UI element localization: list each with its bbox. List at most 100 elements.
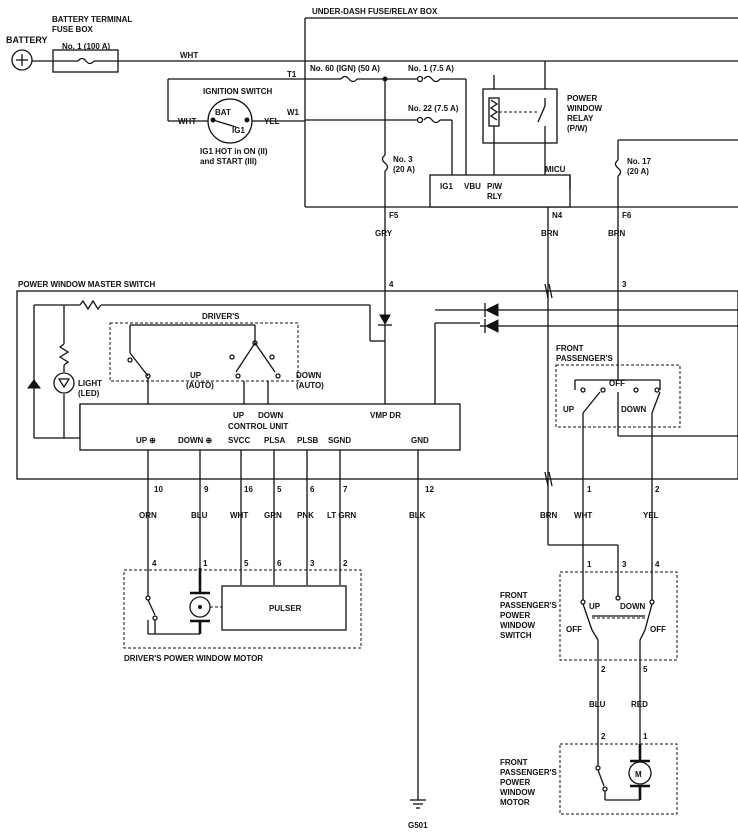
ign-note-1: IG1 HOT in ON (II) [200,147,268,156]
ground-g501: G501 [408,799,428,830]
terminal-fuse-box-label-2: FUSE BOX [52,25,94,34]
up-auto-2: (AUTO) [186,381,214,390]
cu-pin-svcc: SVCC [228,436,250,445]
ign-note-2: and START (III) [200,157,257,166]
drivers-power-window-motor: DRIVER'S POWER WINDOW MOTOR 4 1 5 6 3 2 … [123,559,362,663]
fuse-60-label: No. 60 (IGN) (50 A) [310,64,380,73]
wire-brn-fp: BRN [540,511,558,520]
cu-pin-up: UP ⊕ [136,436,156,445]
control-unit: UP DOWN CONTROL UNIT VMP DR UP ⊕ DOWN ⊕ … [79,403,461,451]
wire-blu: BLU [191,511,208,520]
relay-label-1: POWER [567,94,597,103]
cu-pin-plsa: PLSA [264,436,286,445]
front-pass-label-2: PASSENGER'S [556,354,614,363]
pin-ms-9: 9 [204,485,209,494]
pin-ms-3: 3 [622,280,627,289]
wire-brn-f6: BRN [608,229,626,238]
pin-ms-5: 5 [277,485,282,494]
fps-down: DOWN [620,602,646,611]
wire-gry: GRY [375,229,393,238]
fp-motor-label-3: POWER [500,778,530,787]
master-switch-label: POWER WINDOW MASTER SWITCH [18,280,156,289]
ign-ig1: IG1 [232,126,245,135]
pin-ms-10: 10 [154,485,163,494]
cu-pin-down: DOWN ⊕ [178,436,213,445]
fps-up: UP [589,602,601,611]
power-window-relay: POWER WINDOW RELAY (P/W) [482,88,603,175]
pin-dm-5: 5 [244,559,249,568]
wire-yel-fp: YEL [643,511,659,520]
pin-dm-3: 3 [310,559,315,568]
pin-fpm-2: 2 [601,732,606,741]
wire-t1: T1 [287,70,297,79]
micu-ig1: IG1 [440,182,453,191]
battery-terminal-fuse-box: BATTERY TERMINAL FUSE BOX No. 1 (100 A) [52,15,132,73]
wire-ign-wht: WHT [178,117,196,126]
pin-ms-6: 6 [310,485,315,494]
fp-switch-label-3: POWER [500,611,530,620]
wire-wht-fp: WHT [574,511,592,520]
pin-fps-1: 1 [587,560,592,569]
wire-f5: F5 [389,211,399,220]
relay-label-2: WINDOW [567,104,603,113]
ignition-switch-label: IGNITION SWITCH [203,87,273,96]
cu-down: DOWN [258,411,284,420]
pin-fps-5: 5 [643,665,648,674]
drivers-switch: DRIVER'S UP (AUTO) DOWN (AUTO) [109,312,324,390]
control-unit-label: CONTROL UNIT [228,422,288,431]
fp-motor-label-2: PASSENGER'S [500,768,558,777]
pin-ms-7: 7 [343,485,348,494]
wire-w1: W1 [287,108,300,117]
pin-ms-4: 4 [389,280,394,289]
fp-switch-label-4: WINDOW [500,621,536,630]
pin-ms-16: 16 [244,485,253,494]
pin-dm-2: 2 [343,559,348,568]
down-auto-1: DOWN [296,371,322,380]
wire-f6: F6 [622,211,632,220]
wire-ltgrn: LT GRN [327,511,356,520]
front-pass-label-1: FRONT [556,344,584,353]
pin-ms-12: 12 [425,485,434,494]
wire-grn: GRN [264,511,282,520]
pin-dm-6: 6 [277,559,282,568]
micu-label: MICU [545,165,566,174]
cu-pin-plsb: PLSB [297,436,319,445]
ign-bat: BAT [215,108,231,117]
pin-fp-2: 2 [655,485,660,494]
fp-motor-label-5: MOTOR [500,798,530,807]
front-passenger-window-motor: FRONT PASSENGER'S POWER WINDOW MOTOR 2 1… [500,732,678,815]
ground-label: G501 [408,821,428,830]
fp-switch-label-2: PASSENGER'S [500,601,558,610]
light-label-1: LIGHT [78,379,102,388]
battery-label: BATTERY [6,35,48,45]
fuse-3-label-1: No. 3 [393,155,413,164]
fps-off-right: OFF [650,625,666,634]
pin-dm-1: 1 [203,559,208,568]
micu-pw-1: P/W [487,182,503,191]
wire-red-fp: RED [631,700,648,709]
cu-vmp-dr: VMP DR [370,411,401,420]
driver-motor-label: DRIVER'S POWER WINDOW MOTOR [124,654,263,663]
relay-label-3: RELAY [567,114,594,123]
cu-pin-gnd: GND [411,436,429,445]
wire-n4: N4 [552,211,563,220]
fuse-3-label-2: (20 A) [393,165,415,174]
terminal-fuse-label: No. 1 (100 A) [62,42,110,51]
wire-blk: BLK [409,511,426,520]
fuse-17-label-1: No. 17 [627,157,652,166]
fp-switch-label-1: FRONT [500,591,528,600]
power-window-master-switch: POWER WINDOW MASTER SWITCH 4 3 [16,280,738,487]
light-label-2: (LED) [78,389,100,398]
micu-box: MICU IG1 VBU P/W RLY [429,165,571,208]
down-auto-2: (AUTO) [296,381,324,390]
cu-up: UP [233,411,245,420]
pin-fps-3: 3 [622,560,627,569]
cu-pin-sgnd: SGND [328,436,351,445]
battery: BATTERY [6,35,48,71]
fp-motor-label-1: FRONT [500,758,528,767]
wire-brn-n4: BRN [541,229,559,238]
pin-fps-2: 2 [601,665,606,674]
pin-fps-4: 4 [655,560,660,569]
ignition-switch: IGNITION SWITCH BAT IG1 IG1 HOT in ON (I… [200,87,273,166]
